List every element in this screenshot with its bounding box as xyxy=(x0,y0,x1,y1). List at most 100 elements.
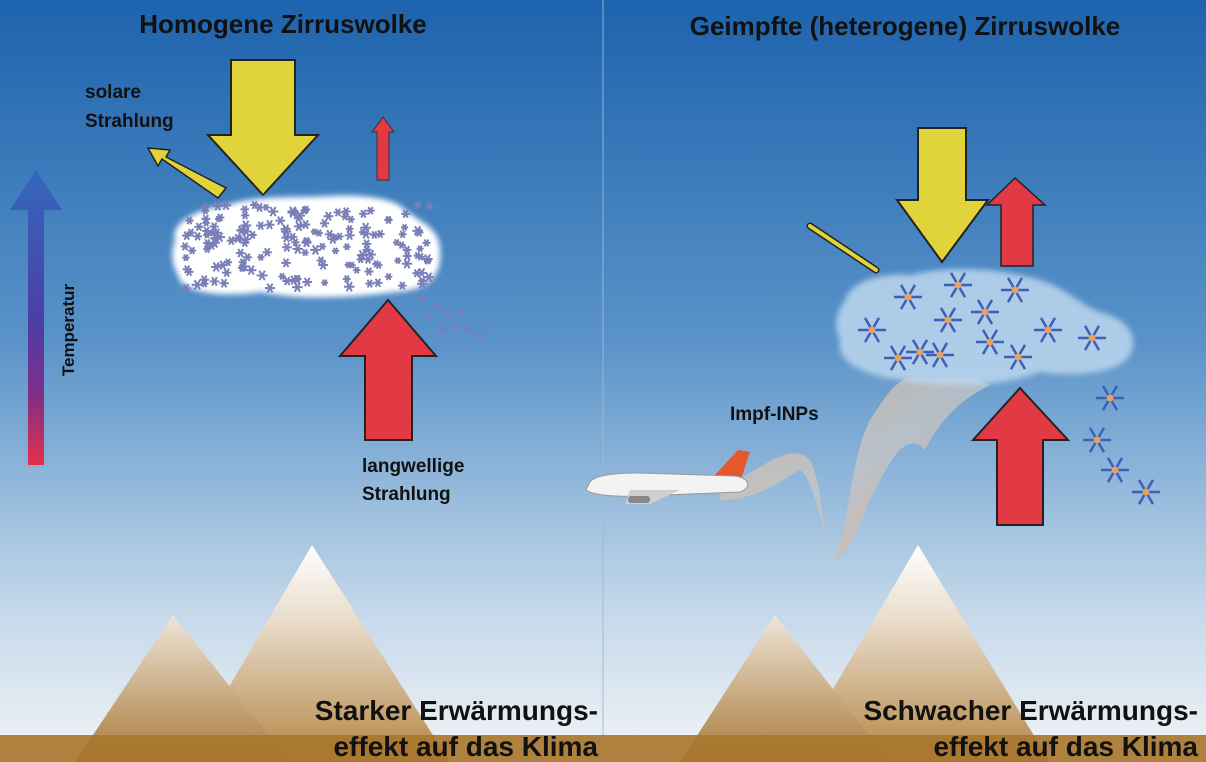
left-title: Homogene Zirruswolke xyxy=(139,9,427,39)
snowflake-icon xyxy=(302,277,313,287)
airplane-tail xyxy=(712,450,750,482)
snowflake-icon xyxy=(345,225,354,233)
snowflake-icon xyxy=(438,326,446,334)
snowflake-icon xyxy=(240,226,252,237)
snowflake-icon xyxy=(333,208,343,217)
snowflake-icon xyxy=(318,242,327,251)
snowflake-icon xyxy=(392,238,401,247)
solar-label-line2: Strahlung xyxy=(85,111,174,132)
snowflake-icon xyxy=(302,238,312,248)
snowflake-icon xyxy=(324,229,335,239)
snowflake-icon xyxy=(384,272,393,281)
snowflake-icon xyxy=(240,211,250,220)
snowflake-icon xyxy=(292,243,304,254)
falling-small-crystals xyxy=(418,294,484,340)
ice-crystals-few-large xyxy=(858,272,1106,371)
snowflake-icon xyxy=(894,284,922,310)
snowflake-icon xyxy=(281,232,292,243)
snowflake-icon xyxy=(318,260,329,270)
snowflake-icon xyxy=(264,219,275,230)
snowflake-icon xyxy=(185,216,194,225)
longwave-escaping-arrow-icon xyxy=(985,176,1047,267)
snowflake-icon xyxy=(906,339,934,365)
snowflake-icon xyxy=(210,261,222,272)
temperature-label: Temperatur xyxy=(59,283,78,376)
snowflake-icon xyxy=(416,267,428,279)
solar-incoming-arrow-icon xyxy=(895,127,990,264)
snowflake-icon xyxy=(223,258,233,267)
snowflake-icon xyxy=(344,230,355,241)
longwave-incoming-arrow-icon xyxy=(970,386,1071,526)
snowflake-icon xyxy=(1004,344,1032,370)
snowflake-icon xyxy=(971,299,999,325)
right-title: Geimpfte (heterogene) Zirruswolke xyxy=(690,11,1121,41)
longwave-label-line2: Strahlung xyxy=(362,484,451,505)
snowflake-icon xyxy=(434,302,442,310)
snowflake-icon xyxy=(321,279,329,287)
snowflake-icon xyxy=(394,257,402,265)
snowflake-icon xyxy=(401,258,413,269)
snowflake-icon xyxy=(353,266,361,274)
snowflake-icon xyxy=(423,272,434,282)
snowflake-icon xyxy=(188,246,197,255)
snowflake-icon xyxy=(323,211,334,221)
snowflake-icon xyxy=(294,274,302,283)
snowflake-icon xyxy=(182,231,192,241)
seeded-cloud xyxy=(836,268,1134,386)
snowflake-icon xyxy=(1101,457,1129,483)
snowflake-icon xyxy=(364,267,374,276)
snowflake-icon xyxy=(1096,385,1124,411)
snowflake-icon xyxy=(257,253,265,261)
snowflake-icon xyxy=(293,221,304,232)
snowflake-icon xyxy=(444,310,452,318)
snowflake-icon xyxy=(204,243,212,251)
snowflake-icon xyxy=(464,326,472,334)
mountain-small xyxy=(680,615,890,762)
airplane-engine xyxy=(628,496,650,503)
left-effect-line2: effekt auf das Klima xyxy=(333,731,598,762)
snowflake-icon xyxy=(426,202,434,210)
snowflake-icon xyxy=(401,209,410,219)
left-effect-line1: Starker Erwärmungs- xyxy=(315,695,598,726)
snowflake-icon xyxy=(301,248,309,257)
snowflake-icon xyxy=(358,209,368,219)
snowflake-icon xyxy=(310,228,318,236)
snowflake-icon xyxy=(372,260,381,268)
snowflake-icon xyxy=(476,332,484,340)
snowflake-icon xyxy=(181,283,191,293)
snowflake-icon xyxy=(287,206,299,217)
snowflake-icon xyxy=(416,245,424,253)
snowflake-icon xyxy=(293,213,303,223)
snowflake-icon xyxy=(366,206,375,215)
snowflake-icon xyxy=(203,231,211,239)
snowflake-icon xyxy=(194,222,204,232)
snowflake-icon xyxy=(412,225,423,236)
snowflake-icon xyxy=(202,219,210,227)
snowflake-icon xyxy=(216,213,225,222)
snowflake-icon xyxy=(212,228,222,238)
mountain-large xyxy=(790,545,1050,762)
snowflake-icon xyxy=(264,283,276,294)
snowflake-icon xyxy=(239,261,249,272)
mountains-right xyxy=(680,545,1050,762)
snowflake-icon xyxy=(262,203,270,211)
snowflake-icon xyxy=(451,322,459,330)
longwave-incoming-arrow-icon xyxy=(337,298,439,441)
solar-label-line1: solare xyxy=(85,82,141,103)
snowflake-icon xyxy=(300,206,309,215)
solar-reflected-arrow-icon xyxy=(808,224,878,272)
snowflake-icon xyxy=(401,223,409,232)
solar-incoming-arrow-icon xyxy=(205,59,321,197)
ground xyxy=(0,735,1206,762)
snowflake-icon xyxy=(1034,317,1062,343)
snowflake-icon xyxy=(248,230,257,240)
snowflake-icon xyxy=(926,342,954,368)
solar-reflected-arrow-icon xyxy=(146,147,228,200)
snowflake-icon xyxy=(278,272,286,281)
snowflake-icon xyxy=(250,200,259,210)
snowflake-icon xyxy=(256,221,266,231)
snowflake-icon xyxy=(422,238,431,247)
snowflake-icon xyxy=(246,265,257,276)
mountain-large xyxy=(185,545,450,762)
snowflake-icon xyxy=(934,307,962,333)
